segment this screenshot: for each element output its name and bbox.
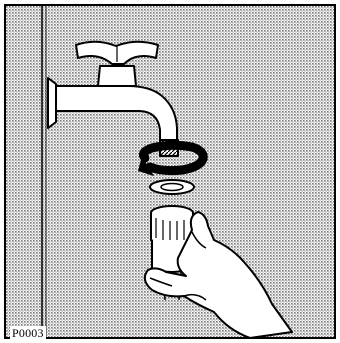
figure-reference-code: P0003 [10,326,46,340]
rubber-washer-icon [150,180,194,194]
